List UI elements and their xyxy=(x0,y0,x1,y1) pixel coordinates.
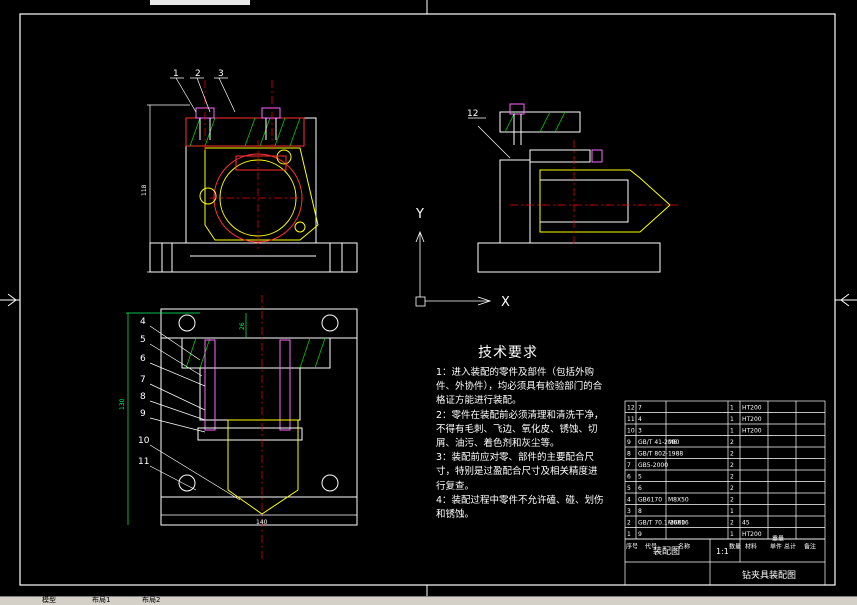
front-view: 118 1 2 3 xyxy=(141,69,358,273)
parts-header: 单件 xyxy=(770,543,782,551)
parts-cell-code: 3 xyxy=(638,428,642,435)
part-label-11: 11 xyxy=(138,457,149,467)
parts-header: 代号 xyxy=(645,543,657,551)
tech-requirements-title: 技术要求 xyxy=(478,345,538,361)
parts-cell-code: GB6170 xyxy=(638,497,662,504)
part-label-2: 2 xyxy=(195,69,201,79)
parts-cell-no: 4 xyxy=(627,497,631,504)
parts-header: 名称 xyxy=(678,543,690,551)
parts-cell-code: GB/T 41-2000 xyxy=(638,439,680,446)
parts-cell-qty: 2 xyxy=(730,520,734,527)
drawing-scale: 1:1 xyxy=(716,547,729,556)
parts-cell-name: M6 xyxy=(668,439,677,446)
parts-cell-qty: 2 xyxy=(730,497,734,504)
part-label-9: 9 xyxy=(140,409,146,419)
parts-header: 备注 xyxy=(804,543,816,551)
parts-cell-code: GB/T 802-1988 xyxy=(638,451,683,458)
parts-cell-qty: 2 xyxy=(730,439,734,446)
dim-front-height: 118 xyxy=(141,184,148,196)
parts-cell-no: 8 xyxy=(627,451,631,458)
part-label-5: 5 xyxy=(140,335,146,345)
ucs-icon: Y X xyxy=(415,207,510,310)
tab-layout2[interactable]: 布局2 xyxy=(142,596,161,604)
parts-cell-qty: 1 xyxy=(730,428,734,435)
parts-cell-no: 12 xyxy=(627,405,635,412)
parts-cell-code: 7 xyxy=(638,405,642,412)
layout-tab-strip xyxy=(0,596,857,605)
plan-view: 130 26 140 4 5 6 7 8 9 10 11 xyxy=(119,295,358,560)
axis-y-label: Y xyxy=(415,207,424,222)
parts-cell-code: 9 xyxy=(638,531,642,538)
drawing-name: 装配图 xyxy=(653,545,680,557)
parts-cell-qty: 1 xyxy=(730,531,734,538)
part-label-8: 8 xyxy=(140,392,146,402)
tech-item: 2：零件在装配前必须清理和清洗干净，不得有毛刺、飞边、氧化皮、锈蚀、切屑、油污、… xyxy=(436,409,604,450)
parts-cell-code: 6 xyxy=(638,485,642,492)
part-label-12: 12 xyxy=(467,109,478,119)
parts-cell-code: 4 xyxy=(638,416,642,423)
tech-item: 1：进入装配的零件及部件（包括外购件、外协件），均必须具有检验部门的合格证方能进… xyxy=(436,367,603,407)
parts-cell-material: HT200 xyxy=(742,405,762,412)
axis-x-label: X xyxy=(501,295,510,310)
parts-cell-code: 8 xyxy=(638,508,642,515)
parts-cell-qty: 2 xyxy=(730,451,734,458)
parts-cell-no: 6 xyxy=(627,474,631,481)
parts-cell-no: 2 xyxy=(627,520,631,527)
parts-cell-name: M8X50 xyxy=(668,497,689,504)
part-label-1: 1 xyxy=(173,69,179,79)
dim-plan-offset: 26 xyxy=(239,322,246,330)
tab-layout1[interactable]: 布局1 xyxy=(92,596,111,604)
tech-requirements-list: 1：进入装配的零件及部件（包括外购件、外协件），均必须具有检验部门的合格证方能进… xyxy=(436,366,606,522)
parts-cell-no: 10 xyxy=(627,428,635,435)
parts-cell-material: HT200 xyxy=(742,416,762,423)
tech-item: 3：装配前应对零、部件的主要配合尺寸，特别是过盈配合尺寸及相关精度进行复查。 xyxy=(436,452,598,492)
part-label-6: 6 xyxy=(140,354,146,364)
dim-plan-width: 140 xyxy=(256,519,268,526)
parts-header: 数量 xyxy=(729,543,741,551)
parts-cell-code: GB/T 70.1-2000 xyxy=(638,520,685,527)
parts-cell-qty: 1 xyxy=(730,416,734,423)
parts-header: 序号 xyxy=(626,543,638,551)
parts-cell-no: 5 xyxy=(627,485,631,492)
parts-cell-no: 3 xyxy=(627,508,631,515)
parts-header: 材料 xyxy=(745,543,757,551)
weight-header: 重量 xyxy=(772,535,784,543)
parts-cell-name: M6X16 xyxy=(668,520,689,527)
parts-cell-qty: 2 xyxy=(730,474,734,481)
parts-cell-no: 11 xyxy=(627,416,635,423)
drawing-main-title: 钻夹具装配图 xyxy=(742,569,796,581)
tab-model[interactable]: 模型 xyxy=(42,596,56,604)
part-label-10: 10 xyxy=(138,436,150,446)
tech-item: 4：装配过程中零件不允许磕、碰、划伤和锈蚀。 xyxy=(436,494,604,521)
parts-cell-material: HT200 xyxy=(742,428,762,435)
parts-cell-code: GB5-2000 xyxy=(638,462,668,469)
parts-cell-material: HT200 xyxy=(742,531,762,538)
parts-cell-qty: 1 xyxy=(730,405,734,412)
parts-header: 总计 xyxy=(784,543,796,551)
side-view: 12 xyxy=(467,103,680,273)
parts-cell-code: 5 xyxy=(638,474,642,481)
parts-cell-qty: 2 xyxy=(730,485,734,492)
part-label-4: 4 xyxy=(140,317,146,327)
dim-plan-depth: 130 xyxy=(119,398,126,410)
part-label-3: 3 xyxy=(218,69,224,79)
parts-cell-no: 1 xyxy=(627,531,631,538)
parts-cell-qty: 2 xyxy=(730,462,734,469)
parts-cell-no: 9 xyxy=(627,439,631,446)
parts-cell-qty: 1 xyxy=(730,508,734,515)
parts-cell-no: 7 xyxy=(627,462,631,469)
part-label-7: 7 xyxy=(140,375,146,385)
parts-cell-material: 45 xyxy=(742,520,750,527)
window-top-bar xyxy=(150,0,250,5)
